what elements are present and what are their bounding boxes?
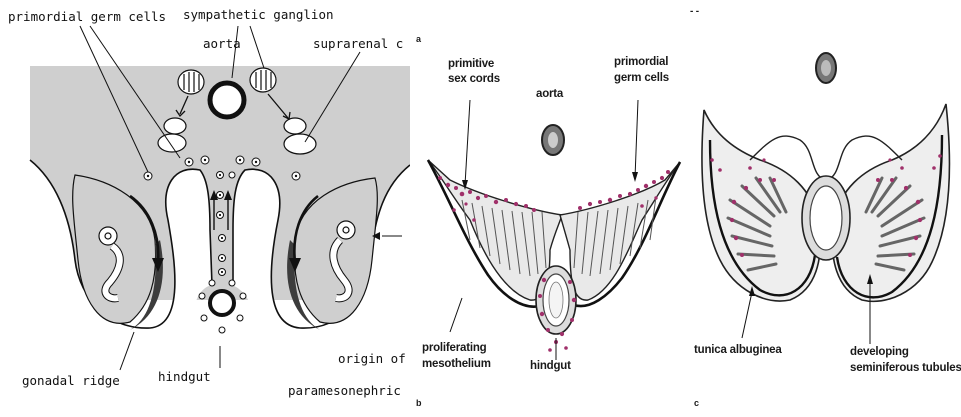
label-hindgut: hindgut bbox=[158, 370, 211, 384]
label-origin-of: origin of bbox=[338, 352, 406, 366]
label-sex-cords: sex cords bbox=[448, 73, 500, 86]
central-gut bbox=[802, 176, 850, 260]
aorta-circle bbox=[210, 83, 244, 117]
label-tunica-albuginea: tunica albuginea bbox=[694, 344, 782, 357]
label-germ-cells: germ cells bbox=[614, 72, 669, 85]
bottom-mark-b: b bbox=[416, 398, 421, 408]
label-paramesonephric: paramesonephric bbox=[288, 384, 401, 398]
hindgut-section bbox=[536, 266, 576, 334]
bottom-mark-c: c bbox=[694, 398, 699, 408]
hindgut-circle bbox=[210, 291, 234, 315]
panel-c-histology: - - tunica albuginea developing seminife… bbox=[690, 0, 961, 417]
panel-b-histology: a primitive sex cords aorta primordial g… bbox=[410, 0, 690, 417]
corner-mark-dashes: - - bbox=[690, 6, 699, 18]
corner-mark-a: a bbox=[416, 34, 421, 44]
label-suprarenal: suprarenal c bbox=[313, 37, 403, 51]
label-seminiferous-tubules: seminiferous tubules bbox=[850, 362, 961, 375]
label-hindgut-b: hindgut bbox=[530, 360, 571, 373]
label-sympathetic-ganglion: sympathetic ganglion bbox=[183, 8, 334, 22]
label-primordial: primordial bbox=[614, 56, 668, 69]
label-mesothelium: mesothelium bbox=[422, 358, 491, 371]
label-proliferating: proliferating bbox=[422, 342, 487, 355]
label-gonadal-ridge: gonadal ridge bbox=[22, 374, 120, 388]
label-primordial-germ-cells: primordial germ cells bbox=[8, 10, 166, 24]
label-developing: developing bbox=[850, 346, 909, 359]
label-aorta-b: aorta bbox=[536, 88, 563, 101]
panel-a-schematic: primordial germ cells sympathetic gangli… bbox=[0, 0, 410, 417]
label-primitive: primitive bbox=[448, 58, 494, 71]
label-aorta: aorta bbox=[203, 37, 241, 51]
